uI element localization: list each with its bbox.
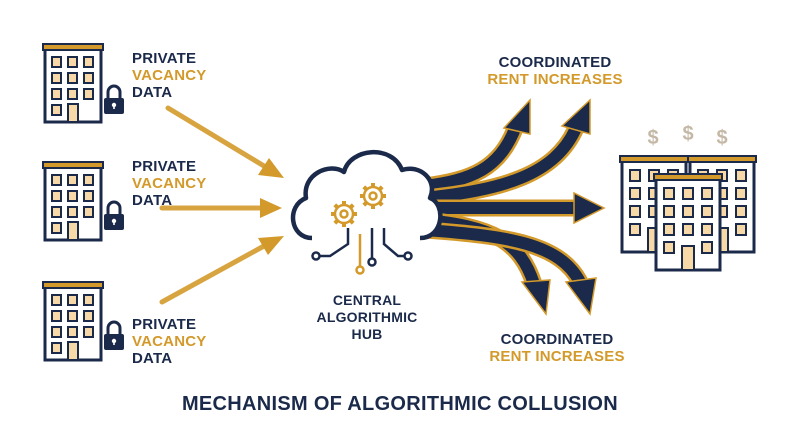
hub-label-line: HUB xyxy=(351,326,383,342)
circuit-lines xyxy=(311,228,413,275)
source-label-line: VACANCY xyxy=(132,175,207,192)
output-arrow-down-2 xyxy=(424,221,597,316)
hub-label: CENTRAL ALGORITHMIC HUB xyxy=(300,292,434,343)
source-label-3: PRIVATE VACANCY DATA xyxy=(132,316,206,367)
output-label-top: COORDINATED RENT INCREASES xyxy=(460,54,650,88)
central-hub-cloud-icon xyxy=(290,150,443,241)
building-cluster xyxy=(618,154,758,272)
input-arrow-2 xyxy=(159,198,282,218)
source-label-1: PRIVATE VACANCY DATA xyxy=(132,50,206,101)
dollar-icon: $ xyxy=(682,123,693,145)
source-label-line: VACANCY xyxy=(132,333,207,350)
source-building-1 xyxy=(41,42,105,124)
input-arrow-1 xyxy=(165,105,284,178)
source-label-line: PRIVATE xyxy=(132,316,197,333)
output-label-line: COORDINATED xyxy=(500,331,614,348)
source-label-line: DATA xyxy=(132,84,173,101)
source-label-line: VACANCY xyxy=(132,67,207,84)
input-arrow-3 xyxy=(159,236,284,305)
source-label-line: DATA xyxy=(132,192,173,209)
hub-label-line: CENTRAL xyxy=(332,292,402,308)
lock-icon xyxy=(102,84,126,116)
dollar-signs: $ $ $ xyxy=(647,123,727,149)
output-label-line: RENT INCREASES xyxy=(489,348,625,365)
source-label-2: PRIVATE VACANCY DATA xyxy=(132,158,206,209)
dollar-icon: $ xyxy=(716,127,727,149)
dollar-icon: $ xyxy=(647,127,658,149)
source-label-line: DATA xyxy=(132,350,173,367)
output-arrow-up-1 xyxy=(423,98,531,195)
diagram-title: MECHANISM OF ALGORITHMIC COLLUSION xyxy=(181,393,619,415)
source-label-line: PRIVATE xyxy=(132,50,197,67)
output-label-line: RENT INCREASES xyxy=(487,71,623,88)
output-arrow-up-2 xyxy=(424,98,591,207)
source-building-3 xyxy=(41,280,105,362)
output-arrow-right xyxy=(425,191,606,225)
source-label-line: PRIVATE xyxy=(132,158,197,175)
lock-icon xyxy=(102,320,126,352)
output-label-line: COORDINATED xyxy=(498,54,612,71)
hub-label-line: ALGORITHMIC xyxy=(316,309,418,325)
lock-icon xyxy=(102,200,126,232)
output-label-bottom: COORDINATED RENT INCREASES xyxy=(462,331,652,365)
source-building-2 xyxy=(41,160,105,242)
